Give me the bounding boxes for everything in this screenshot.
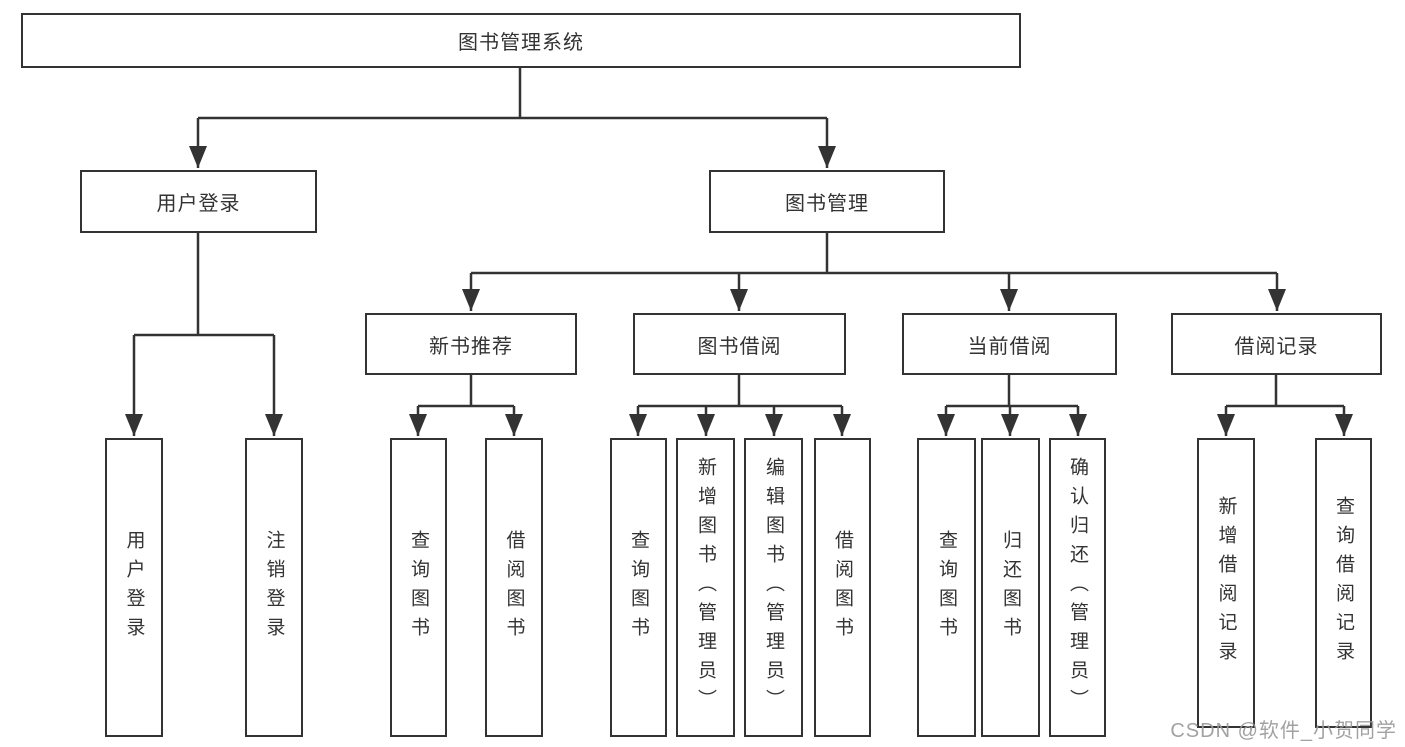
- leaf-rec-query-books-label: 查询图书: [408, 529, 429, 646]
- csdn-watermark: CSDN @软件_小贺同学: [1170, 720, 1397, 742]
- leaf-cb-return-books-label: 归还图书: [1000, 529, 1021, 646]
- leaf-bb-query-books: 查询图书: [610, 438, 667, 737]
- node-new-book-recommendation-label: 新书推荐: [429, 335, 513, 358]
- leaf-br-query-record: 查询借阅记录: [1315, 438, 1372, 728]
- node-current-borrowing: 当前借阅: [902, 313, 1117, 375]
- node-book-borrowing: 图书借阅: [633, 313, 846, 375]
- trunk-user-login: [134, 233, 274, 337]
- node-user-login-label: 用户登录: [156, 193, 241, 215]
- node-root: 图书管理系统: [21, 13, 1021, 68]
- node-user-login: 用户登录: [80, 170, 317, 233]
- leaf-user-login-label: 用户登录: [123, 529, 145, 646]
- node-current-borrowing-label: 当前借阅: [967, 335, 1052, 358]
- leaf-bb-add-books-admin: 新增图书（管理员）: [676, 438, 735, 737]
- node-borrowing-records: 借阅记录: [1171, 313, 1382, 375]
- node-root-label: 图书管理系统: [458, 32, 584, 54]
- node-book-management: 图书管理: [709, 170, 945, 233]
- trunk-new-book-rec: [418, 375, 514, 408]
- trunk-borrow-record: [1226, 375, 1344, 408]
- leaf-logout-label: 注销登录: [263, 529, 285, 646]
- leaf-cb-query-books-label: 查询图书: [936, 529, 957, 646]
- leaf-bb-borrow-books-label: 借阅图书: [832, 529, 853, 646]
- leaf-logout: 注销登录: [245, 438, 303, 737]
- node-new-book-recommendation: 新书推荐: [365, 313, 577, 375]
- leaf-rec-borrow-books-label: 借阅图书: [503, 529, 525, 646]
- leaf-bb-edit-books-admin-label: 编辑图书（管理员）: [763, 457, 784, 718]
- leaf-br-query-record-label: 查询借阅记录: [1333, 496, 1354, 670]
- leaf-bb-add-books-admin-label: 新增图书（管理员）: [695, 457, 716, 718]
- leaf-user-login: 用户登录: [105, 438, 163, 737]
- leaf-cb-query-books: 查询图书: [917, 438, 976, 737]
- leaf-cb-confirm-return-admin-label: 确认归还（管理员）: [1067, 457, 1088, 718]
- leaf-bb-query-books-label: 查询图书: [628, 529, 649, 646]
- leaf-cb-return-books: 归还图书: [981, 438, 1040, 737]
- leaf-cb-confirm-return-admin: 确认归还（管理员）: [1049, 438, 1106, 737]
- node-book-management-label: 图书管理: [785, 193, 869, 215]
- trunk-current-borrow: [946, 375, 1078, 408]
- trunk-book-mgmt: [471, 233, 1277, 275]
- leaf-br-add-record-label: 新增借阅记录: [1215, 496, 1237, 670]
- trunk-root: [198, 68, 827, 120]
- leaf-rec-query-books: 查询图书: [390, 438, 447, 737]
- leaf-bb-borrow-books: 借阅图书: [814, 438, 871, 737]
- leaf-br-add-record: 新增借阅记录: [1197, 438, 1255, 728]
- node-borrowing-records-label: 借阅记录: [1234, 335, 1319, 358]
- leaf-rec-borrow-books: 借阅图书: [485, 438, 543, 737]
- leaf-bb-edit-books-admin: 编辑图书（管理员）: [744, 438, 803, 737]
- node-book-borrowing-label: 图书借阅: [697, 335, 782, 358]
- trunk-book-borrow: [638, 375, 842, 408]
